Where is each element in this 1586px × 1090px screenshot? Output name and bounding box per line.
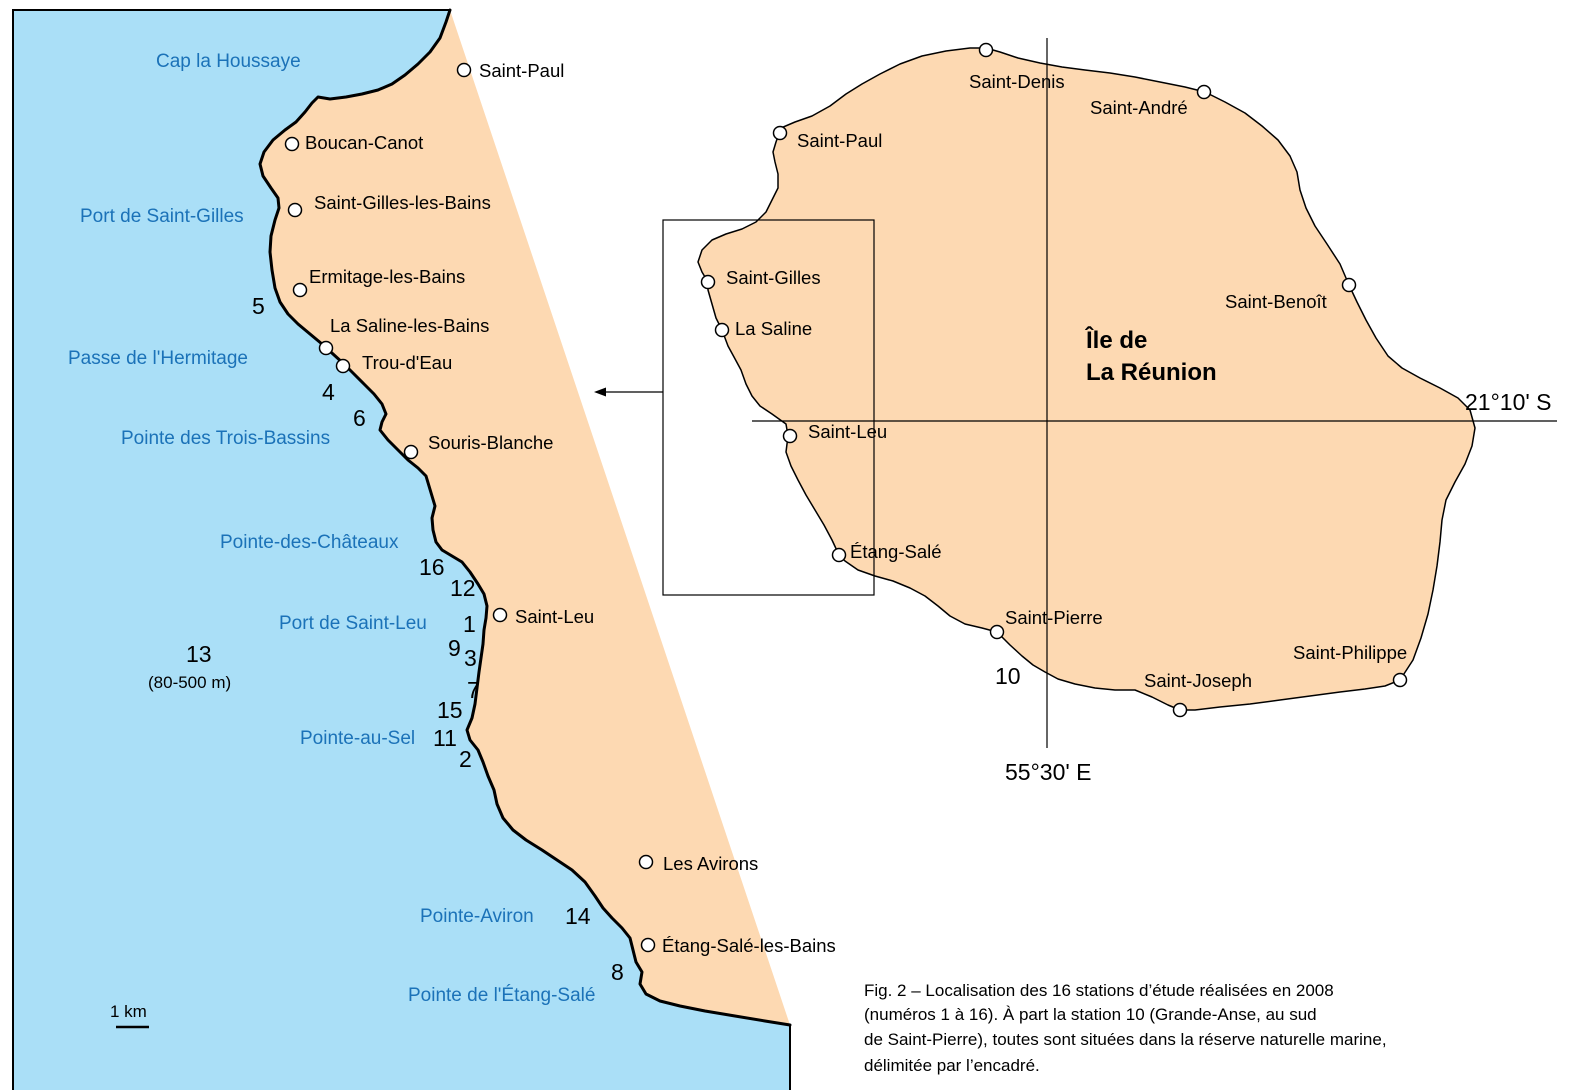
station-number: 6 (353, 405, 366, 431)
caption-line: (numéros 1 à 16). À part la station 10 (… (864, 1005, 1317, 1024)
sea-label-passe-hermitage: Passe de l'Hermitage (68, 348, 248, 369)
sea-label-pointe-trois-bassins: Pointe des Trois-Bassins (121, 428, 330, 449)
station-number: 10 (995, 663, 1021, 689)
town-label: Saint-Leu (515, 606, 594, 627)
station-number: 3 (464, 645, 477, 671)
island-map: Île de La Réunion Saint-Denis Saint-Andr… (594, 38, 1557, 785)
deep-station-depth: (80-500 m) (148, 673, 231, 692)
town-marker (782, 428, 798, 444)
town-marker (831, 547, 847, 563)
town-label: La Saline-les-Bains (330, 315, 489, 336)
station-number: 11 (433, 725, 457, 751)
town-marker (989, 624, 1005, 640)
caption-line: Fig. 2 – Localisation des 16 stations d’… (864, 981, 1334, 1000)
island-title-line1: Île de (1085, 326, 1147, 354)
caption-line: de Saint-Pierre), toutes sont situées da… (864, 1030, 1387, 1049)
town-marker (292, 282, 308, 298)
town-label: Étang-Salé-les-Bains (662, 935, 836, 956)
town-marker (978, 42, 994, 58)
station-number: 7 (467, 677, 480, 703)
sea-label-pointe-aviron: Pointe-Aviron (420, 906, 534, 927)
town-label: La Saline (735, 318, 812, 339)
inset-arrow-head-icon (594, 387, 606, 397)
town-marker (403, 444, 419, 460)
town-label: Les Avirons (663, 853, 758, 874)
station-number: 15 (437, 697, 463, 723)
scale-label: 1 km (110, 1002, 147, 1021)
coastline (258, 8, 792, 1027)
deep-station-number: 13 (186, 641, 212, 667)
latitude-label: 21°10' S (1465, 389, 1552, 415)
station-number: 12 (450, 575, 476, 601)
reserve-inset-box (662, 219, 875, 596)
town-marker (1172, 702, 1188, 718)
town-marker (1392, 672, 1408, 688)
station-number: 4 (322, 379, 335, 405)
station-number: 1 (463, 611, 476, 637)
town-label: Saint-Philippe (1293, 642, 1407, 663)
island-title-line2: La Réunion (1086, 359, 1217, 386)
town-label: Ermitage-les-Bains (309, 266, 465, 287)
town-label: Boucan-Canot (305, 132, 423, 153)
town-marker (335, 358, 351, 374)
map-frame (12, 9, 450, 1090)
station-number: 2 (459, 746, 472, 772)
town-marker (492, 607, 508, 623)
station-number: 9 (448, 635, 461, 661)
sea-label-pointe-des-chateaux: Pointe-des-Châteaux (220, 532, 399, 553)
town-marker (1341, 277, 1357, 293)
town-marker (456, 62, 472, 78)
town-marker (772, 125, 788, 141)
town-marker (287, 202, 303, 218)
town-marker (640, 937, 656, 953)
town-label: Saint-Benoît (1225, 291, 1327, 312)
island-outline (697, 47, 1476, 711)
land-area (260, 10, 790, 1025)
sea-label-pointe-etang-sale: Pointe de l'Étang-Salé (408, 985, 595, 1006)
town-label: Saint-Paul (479, 60, 564, 81)
town-label: Saint-Leu (808, 421, 887, 442)
town-label: Souris-Blanche (428, 432, 553, 453)
caption-line: délimitée par l’encadré. (864, 1056, 1040, 1075)
town-label: Saint-Gilles (726, 267, 821, 288)
town-marker (638, 854, 654, 870)
town-marker (1196, 84, 1212, 100)
sea-label-port-saint-gilles: Port de Saint-Gilles (80, 206, 244, 227)
detail-map: Cap la Houssaye Port de Saint-Gilles Pas… (12, 8, 836, 1090)
figure-caption: Fig. 2 – Localisation des 16 stations d’… (864, 981, 1387, 1075)
town-marker (318, 340, 334, 356)
town-marker (700, 274, 716, 290)
station-number: 5 (252, 293, 265, 319)
town-label: Saint-Paul (797, 130, 882, 151)
town-label: Saint-Pierre (1005, 607, 1103, 628)
town-label: Trou-d'Eau (362, 352, 452, 373)
town-label: Saint-Gilles-les-Bains (314, 192, 491, 213)
sea-label-pointe-au-sel: Pointe-au-Sel (300, 728, 415, 749)
town-label: Étang-Salé (850, 541, 942, 562)
longitude-label: 55°30' E (1005, 759, 1092, 785)
town-label: Saint-André (1090, 97, 1188, 118)
town-marker (284, 136, 300, 152)
station-number: 14 (565, 903, 591, 929)
sea-label-port-saint-leu: Port de Saint-Leu (279, 613, 427, 634)
sea-label-cap-la-houssaye: Cap la Houssaye (156, 51, 301, 72)
town-marker (714, 322, 730, 338)
station-number: 16 (419, 554, 445, 580)
town-label: Saint-Joseph (1144, 670, 1252, 691)
sea-area (13, 10, 790, 1090)
town-label: Saint-Denis (969, 71, 1065, 92)
station-number: 8 (611, 959, 624, 985)
